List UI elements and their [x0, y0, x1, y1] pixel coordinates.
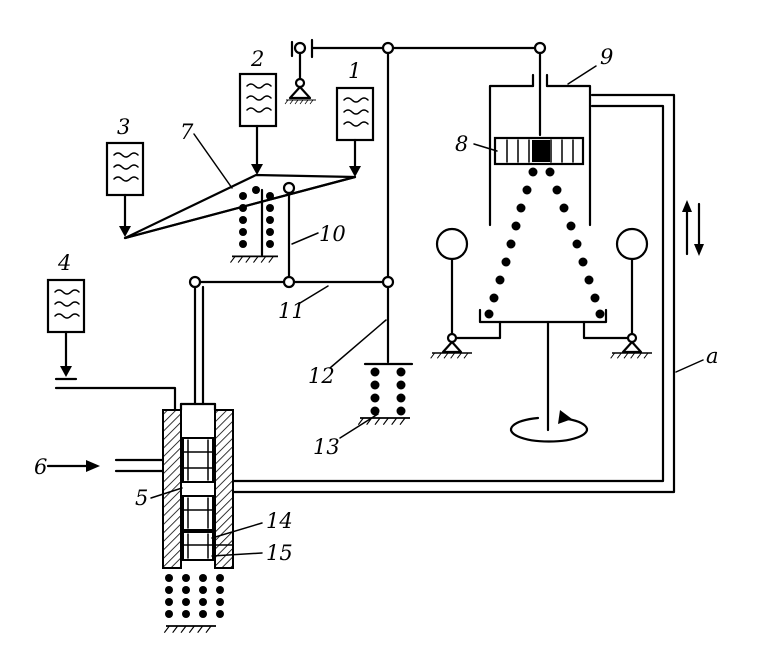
inlet-6: [46, 458, 165, 473]
label-7: 7: [180, 120, 194, 144]
label-10: 10: [319, 222, 346, 246]
leader-lines: [150, 65, 704, 557]
label-5: 5: [135, 486, 148, 510]
valve-spring: [162, 574, 224, 635]
label-4: 4: [57, 251, 71, 275]
lever-11: [188, 275, 395, 289]
valve-rod: [193, 285, 205, 406]
label-8: 8: [455, 132, 468, 156]
signal-block-2: [238, 72, 278, 175]
label-1: 1: [348, 59, 361, 83]
label-11: 11: [278, 299, 305, 323]
label-a: a: [706, 344, 719, 368]
top-rod: [284, 38, 542, 105]
governor-9: [429, 41, 653, 443]
label-9: 9: [600, 45, 613, 69]
servo-valve-5: [162, 402, 234, 569]
label-6: 6: [34, 455, 47, 479]
vertical-feedback-rod: [381, 41, 395, 279]
direction-arrows: [682, 200, 704, 256]
pipe-a: [231, 93, 676, 494]
signal-line-4: [54, 386, 177, 412]
signal-block-1: [335, 86, 375, 177]
part-labels: 1 2 3 4 5 6 7 8 9 10 11 12 13 14 15 a: [34, 45, 719, 565]
spring-13: [357, 367, 411, 426]
label-2: 2: [250, 47, 264, 71]
label-12: 12: [308, 364, 335, 388]
lever-spring: [229, 186, 279, 264]
signal-block-4: [46, 278, 86, 381]
label-14: 14: [266, 509, 293, 533]
signal-block-3: [105, 141, 145, 237]
label-3: 3: [117, 115, 130, 139]
rod-12: [363, 285, 414, 366]
label-13: 13: [313, 435, 340, 459]
label-15: 15: [266, 541, 293, 565]
